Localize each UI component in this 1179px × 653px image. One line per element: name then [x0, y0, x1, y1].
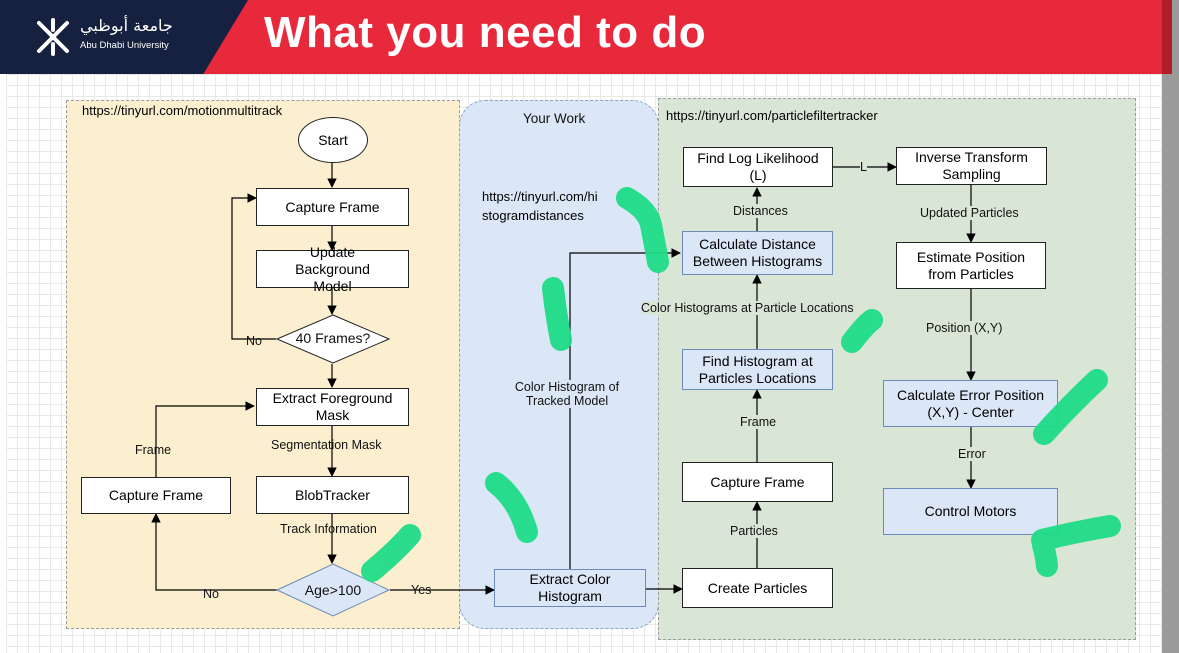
highlight-mark-4	[485, 472, 538, 543]
particles-label: Particles	[730, 524, 778, 538]
blob-tracker-box: BlobTracker	[256, 476, 409, 514]
your-work-title: Your Work	[523, 111, 586, 126]
highlight-mark-2	[542, 277, 572, 351]
logo-arabic-text: جامعة أبوظبي	[80, 16, 173, 35]
highlight-mark-1	[616, 187, 669, 273]
header-logo-panel	[0, 0, 248, 74]
slide-header: جامعة أبوظبي Abu Dhabi University What y…	[0, 0, 1179, 74]
no-loop-label: No	[246, 334, 262, 348]
frames-decision-diamond	[276, 314, 390, 364]
yes-label: Yes	[411, 583, 432, 597]
capture-frame-box: Capture Frame	[256, 188, 409, 226]
calculate-distance-box: Calculate Distance Between Histograms	[682, 231, 833, 275]
page-title: What you need to do	[264, 8, 707, 57]
frame-left-label: Frame	[135, 443, 172, 457]
highlight-mark-6	[1033, 369, 1108, 445]
histogram-url-line2[interactable]: stogramdistances	[482, 208, 584, 223]
highlight-mark-3	[841, 309, 883, 353]
age-decision-label: Age>100	[304, 582, 362, 598]
distances-label: Distances	[733, 204, 788, 218]
particle-filter-url[interactable]: https://tinyurl.com/particlefiltertracke…	[666, 108, 878, 123]
find-log-likelihood-box: Find Log Likelihood (L)	[683, 147, 833, 187]
control-motors-box: Control Motors	[883, 488, 1058, 535]
extract-foreground-box: Extract Foreground Mask	[256, 388, 409, 426]
start-node: Start	[298, 117, 368, 163]
capture-frame-right-box: Capture Frame	[682, 462, 833, 502]
segmentation-mask-label: Segmentation Mask	[271, 438, 382, 452]
university-logo-icon	[37, 18, 69, 56]
no-age-label: No	[203, 587, 219, 601]
estimate-position-box: Estimate Position from Particles	[896, 242, 1046, 289]
position-label: Position (X,Y)	[926, 321, 1003, 335]
highlight-mark-8	[1032, 534, 1058, 577]
window-edge	[1162, 0, 1179, 653]
highlight-mark-7	[1031, 515, 1121, 551]
capture-frame-side-box: Capture Frame	[81, 477, 231, 514]
highlight-mark-5	[361, 524, 421, 582]
histogram-url-line1[interactable]: https://tinyurl.com/hi	[482, 189, 598, 204]
error-label: Error	[958, 447, 986, 461]
window-edge-accent	[1162, 0, 1172, 74]
frames-decision-label: 40 Frames?	[295, 330, 371, 346]
updated-particles-label: Updated Particles	[920, 206, 1019, 220]
create-particles-box: Create Particles	[682, 568, 833, 608]
color-histograms-label: Color Histograms at Particle Locations	[641, 301, 854, 315]
inverse-transform-box: Inverse Transform Sampling	[896, 147, 1047, 185]
l-label: L	[860, 160, 867, 174]
track-information-label: Track Information	[280, 522, 377, 536]
find-histogram-box: Find Histogram at Particles Locations	[682, 349, 833, 390]
extract-color-histogram-box: Extract Color Histogram	[494, 569, 646, 607]
color-histogram-label: Color Histogram of Tracked Model	[512, 380, 622, 408]
motion-multitrack-url[interactable]: https://tinyurl.com/motionmultitrack	[82, 103, 283, 118]
frame-right-label: Frame	[740, 415, 777, 429]
calculate-error-box: Calculate Error Position (X,Y) - Center	[883, 380, 1058, 427]
logo-english-text: Abu Dhabi University	[80, 40, 169, 51]
